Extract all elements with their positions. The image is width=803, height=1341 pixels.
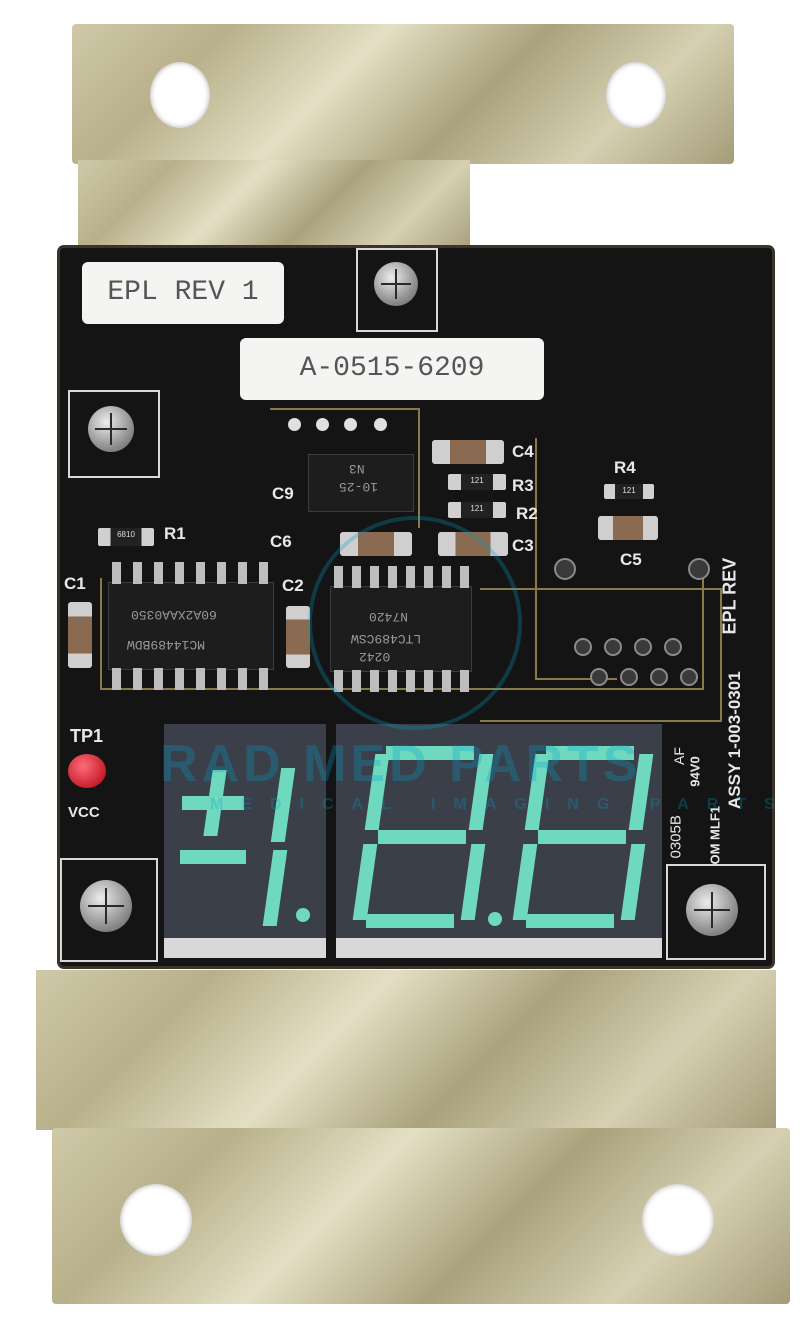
digit1-seg-c (460, 844, 486, 920)
marking-block: 0305B AF 94V0 OM MLF1 (666, 724, 726, 864)
label-c2: C2 (282, 576, 304, 595)
digit1-seg-a (386, 746, 474, 760)
bracket-hole-top-left (150, 62, 210, 128)
test-point-tp1 (68, 754, 106, 788)
digit1-seg-d (366, 914, 454, 928)
digit2-seg-g (538, 830, 626, 844)
label-c6: C6 (270, 532, 292, 551)
watermark-subtext: MEDICAL IMAGING PARTS (210, 796, 793, 813)
screw-bottom-left (80, 880, 132, 932)
label-c4: C4 (512, 442, 534, 461)
digit1-decimal (488, 912, 502, 926)
screw-frame-bottom-left (60, 858, 158, 962)
bottom-mounting-bracket (52, 1128, 790, 1304)
watermark-text: RAD MED PARTS (160, 735, 642, 793)
chip-u1-marking-2: 60A2XAA0350 (131, 607, 217, 622)
chip-u1-pins-top (110, 562, 270, 584)
edge-label-assy: ASSY 1-003-0301 (725, 671, 744, 809)
resistor-r2: 121 (448, 502, 506, 518)
connector-pin (664, 638, 682, 656)
label-r2: R2 (516, 504, 538, 523)
label-c9: C9 (272, 484, 294, 503)
chip-u1-marking-1: MC14489BDW (127, 637, 206, 652)
pad (344, 418, 357, 431)
screw-left (88, 406, 134, 452)
decimal-point (296, 908, 310, 922)
connector-pin (604, 638, 622, 656)
segment-one-bottom (262, 850, 288, 926)
bracket-hole-top-right (606, 62, 666, 128)
pad (288, 418, 301, 431)
rating-94v0: 94V0 (687, 756, 703, 787)
label-c5: C5 (620, 550, 642, 569)
voltage-regulator: 10-25 N3 (308, 454, 414, 512)
connector-pin (650, 668, 668, 686)
bottom-bracket-fold (36, 970, 776, 1130)
trace (270, 408, 420, 528)
display-right-base (336, 938, 662, 958)
connector-pin (634, 638, 652, 656)
seven-segment-display-right (336, 724, 662, 938)
connector-pin (574, 638, 592, 656)
label-vcc: VCC (68, 804, 100, 821)
label-tp1: TP1 (70, 726, 104, 746)
screw-top (374, 262, 418, 306)
display-left-base (164, 938, 326, 958)
top-mounting-bracket (72, 24, 734, 164)
digit1-seg-e (352, 844, 378, 920)
trace (480, 588, 722, 722)
capacitor-c1 (68, 602, 92, 668)
capacitor-c5 (598, 516, 658, 540)
resistor-r1: 6810 (98, 528, 154, 546)
driver-chip-u1: MC14489BDW 60A2XAA0350 (108, 582, 274, 670)
bracket-hole-bottom-left (120, 1184, 192, 1256)
regulator-marking: 10-25 (339, 479, 379, 494)
label-c3: C3 (512, 536, 534, 555)
digit2-seg-e (512, 844, 538, 920)
screw-frame-bottom-right (666, 864, 766, 960)
screw-frame-top (356, 248, 438, 332)
seven-segment-display-left (164, 724, 326, 938)
circuit-board: EPL REV 1 A-0515-6209 10-25 N3 C9 C4 121… (60, 248, 775, 966)
date-code: 0305B (667, 815, 685, 859)
screw-frame-left (68, 390, 160, 478)
resistor-r4: 121 (604, 484, 654, 499)
resistor-r3: 121 (448, 474, 506, 490)
chip-u1-pins-bottom (110, 668, 270, 690)
rev-sticker: EPL REV 1 (82, 262, 284, 324)
connector-pin (590, 668, 608, 686)
watermark-ring (308, 516, 522, 730)
connector-pin (680, 668, 698, 686)
screw-bottom-right (686, 884, 738, 936)
pad (316, 418, 329, 431)
af-mark: AF (670, 747, 687, 765)
digit1-seg-g (378, 830, 466, 844)
label-c1: C1 (64, 574, 86, 593)
digit2-seg-d (526, 914, 614, 928)
via (554, 558, 576, 580)
regulator-marking-2: N3 (349, 461, 365, 476)
digit2-seg-c (620, 844, 646, 920)
label-r3: R3 (512, 476, 534, 495)
segment-minus (180, 850, 246, 864)
capacitor-c2 (286, 606, 310, 668)
trace (535, 438, 617, 680)
edge-label-rev: EPL REV (719, 557, 740, 635)
label-r1: R1 (164, 524, 186, 543)
part-number-sticker: A-0515-6209 (240, 338, 544, 400)
bracket-hole-bottom-right (642, 1184, 714, 1256)
label-r4: R4 (614, 458, 636, 477)
pad (374, 418, 387, 431)
capacitor-c4 (432, 440, 504, 464)
digit2-seg-a (546, 746, 634, 760)
via (688, 558, 710, 580)
connector-pin (620, 668, 638, 686)
top-bracket-fold (78, 160, 470, 256)
